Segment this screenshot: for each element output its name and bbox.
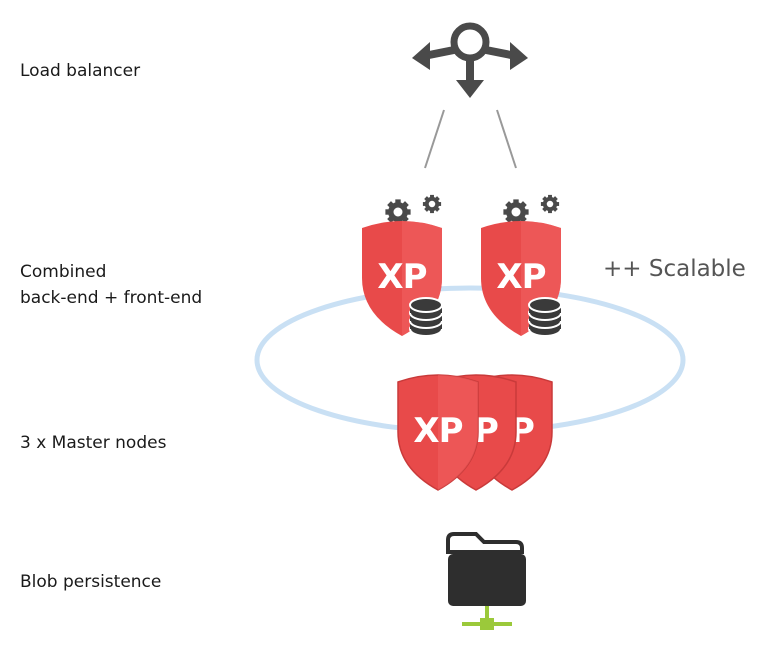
- label-load-balancer-text: Load balancer: [20, 61, 141, 81]
- label-blob-persistence: Blob persistence: [20, 569, 161, 595]
- master-nodes: P P XP: [397, 374, 553, 491]
- label-master-nodes: 3 x Master nodes: [20, 430, 166, 456]
- connector-line-left: [424, 109, 445, 169]
- gear-icon: [385, 192, 444, 225]
- master-node-1: XP: [397, 374, 479, 491]
- label-load-balancer: Load balancer: [20, 58, 140, 84]
- database-icon: [528, 297, 562, 337]
- node-badge-text: XP: [377, 257, 426, 297]
- database-icon: [409, 297, 443, 337]
- folder-network-icon: [446, 532, 526, 630]
- gear-icon: [503, 192, 562, 225]
- load-balancer-icon: [412, 22, 528, 98]
- label-master-nodes-text: 3 x Master nodes: [20, 433, 167, 453]
- scalable-annotation: ++ Scalable: [603, 256, 746, 282]
- label-combined-line1: Combined: [20, 262, 107, 282]
- label-combined-line2: back-end + front-end: [20, 288, 203, 308]
- node-badge-text: XP: [413, 411, 462, 451]
- connector-line-right: [496, 109, 517, 169]
- label-blob-persistence-text: Blob persistence: [20, 572, 162, 592]
- label-combined-nodes: Combined back-end + front-end: [20, 259, 202, 311]
- combined-node-2: XP: [481, 192, 562, 337]
- node-badge-text: XP: [496, 257, 545, 297]
- combined-node-1: XP: [362, 192, 444, 337]
